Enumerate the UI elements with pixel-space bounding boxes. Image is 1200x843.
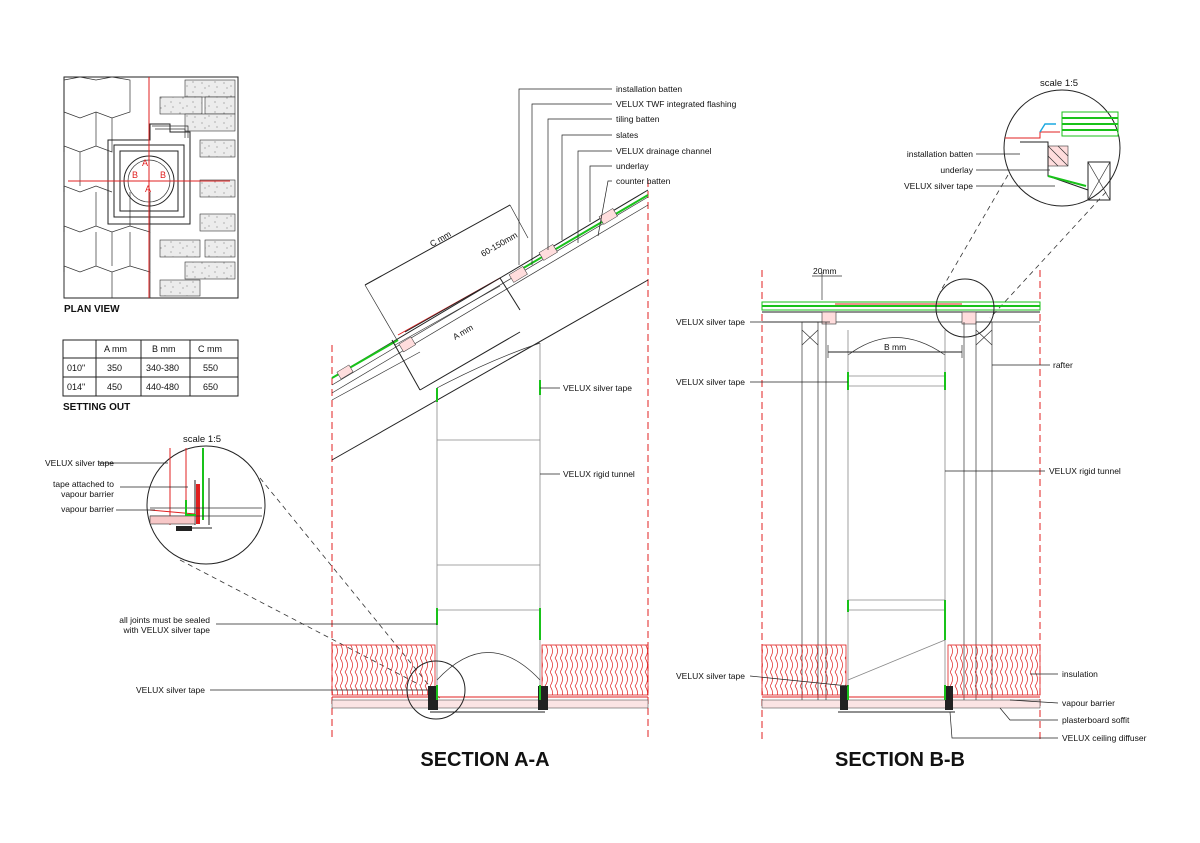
table-cell: 550: [203, 363, 218, 373]
label-rafter: rafter: [1053, 360, 1073, 370]
label-counter-batten: counter batten: [616, 176, 671, 186]
label-a-rigid-tunnel: VELUX rigid tunnel: [563, 469, 635, 479]
setting-out-title: SETTING OUT: [63, 402, 130, 413]
table-cell: 450: [107, 382, 122, 392]
plan-view: A B A B PLAN VIEW: [63, 76, 239, 315]
plan-window-frame: [68, 77, 230, 298]
dim-b: B mm: [884, 342, 906, 352]
section-b-title: SECTION B-B: [835, 749, 965, 771]
plan-view-title: PLAN VIEW: [64, 304, 120, 315]
detail-b-scale: scale 1:5: [1040, 78, 1078, 89]
table-cell: 010": [67, 363, 85, 373]
marker-a-top: A: [142, 158, 148, 168]
table-cell: 350: [107, 363, 122, 373]
marker-b-right: B: [160, 170, 166, 180]
label-a-silver-tape: VELUX silver tape: [563, 383, 632, 393]
label-integrated-flashing: VELUX TWF integrated flashing: [616, 99, 737, 109]
label-slates: slates: [616, 130, 638, 140]
setting-out-table: A mm B mm C mm 010" 350 340-380 550 014"…: [62, 339, 239, 413]
detail-b-label-underlay: underlay: [940, 165, 973, 175]
label-underlay: underlay: [616, 161, 649, 171]
masonry-pattern: [159, 79, 236, 297]
detail-a-label-tape: VELUX silver tape: [45, 458, 114, 468]
label-insulation: insulation: [1062, 669, 1098, 679]
detail-a-label-tape-attached: tape attached to: [53, 479, 114, 489]
dim-a: A mm: [451, 322, 475, 342]
label-b-rigid-tunnel: VELUX rigid tunnel: [1049, 466, 1121, 476]
table-cell: 014": [67, 382, 85, 392]
slate-pattern: [63, 76, 151, 298]
label-installation-batten: installation batten: [616, 84, 682, 94]
table-header-c: C mm: [198, 344, 222, 354]
table-cell: 340-380: [146, 363, 179, 373]
table-cell: 440-480: [146, 382, 179, 392]
label-vapour-barrier: vapour barrier: [1062, 698, 1115, 708]
table-header-b: B mm: [152, 344, 176, 354]
table-cell: 650: [203, 382, 218, 392]
label-b-silver-tape-3: VELUX silver tape: [676, 671, 745, 681]
label-plasterboard-soffit: plasterboard soffit: [1062, 715, 1130, 725]
dim-20mm: 20mm: [813, 266, 837, 276]
section-b: 20mm B mm VELUX silver tape VELUX silver…: [676, 266, 1147, 771]
label-a-silver-tape-bottom: VELUX silver tape: [136, 685, 205, 695]
dim-c: C mm: [428, 229, 453, 249]
plan-frame: [63, 76, 239, 299]
label-ceiling-diffuser: VELUX ceiling diffuser: [1062, 733, 1147, 743]
detail-b: scale 1:5 installation batten underlay V…: [904, 78, 1121, 319]
section-a-title: SECTION A-A: [420, 749, 549, 771]
label-joints-sealed-2: with VELUX silver tape: [123, 625, 211, 635]
dim-gap: 60-150mm: [479, 230, 519, 259]
label-joints-sealed: all joints must be sealed: [119, 615, 210, 625]
label-b-silver-tape-2: VELUX silver tape: [676, 377, 745, 387]
detail-a-label-vapour: vapour barrier: [61, 504, 114, 514]
section-a: C mm 60-150mm A mm installat: [119, 84, 736, 771]
table-header-a: A mm: [104, 344, 127, 354]
marker-a-bottom: A: [145, 184, 151, 194]
detail-a-label-tape-attached-2: vapour barrier: [61, 489, 114, 499]
detail-b-label-batten: installation batten: [907, 149, 973, 159]
label-tiling-batten: tiling batten: [616, 114, 660, 124]
label-drainage-channel: VELUX drainage channel: [616, 146, 712, 156]
detail-a-scale: scale 1:5: [183, 434, 221, 445]
label-b-silver-tape-1: VELUX silver tape: [676, 317, 745, 327]
marker-b-left: B: [132, 170, 138, 180]
detail-b-label-tape: VELUX silver tape: [904, 181, 973, 191]
